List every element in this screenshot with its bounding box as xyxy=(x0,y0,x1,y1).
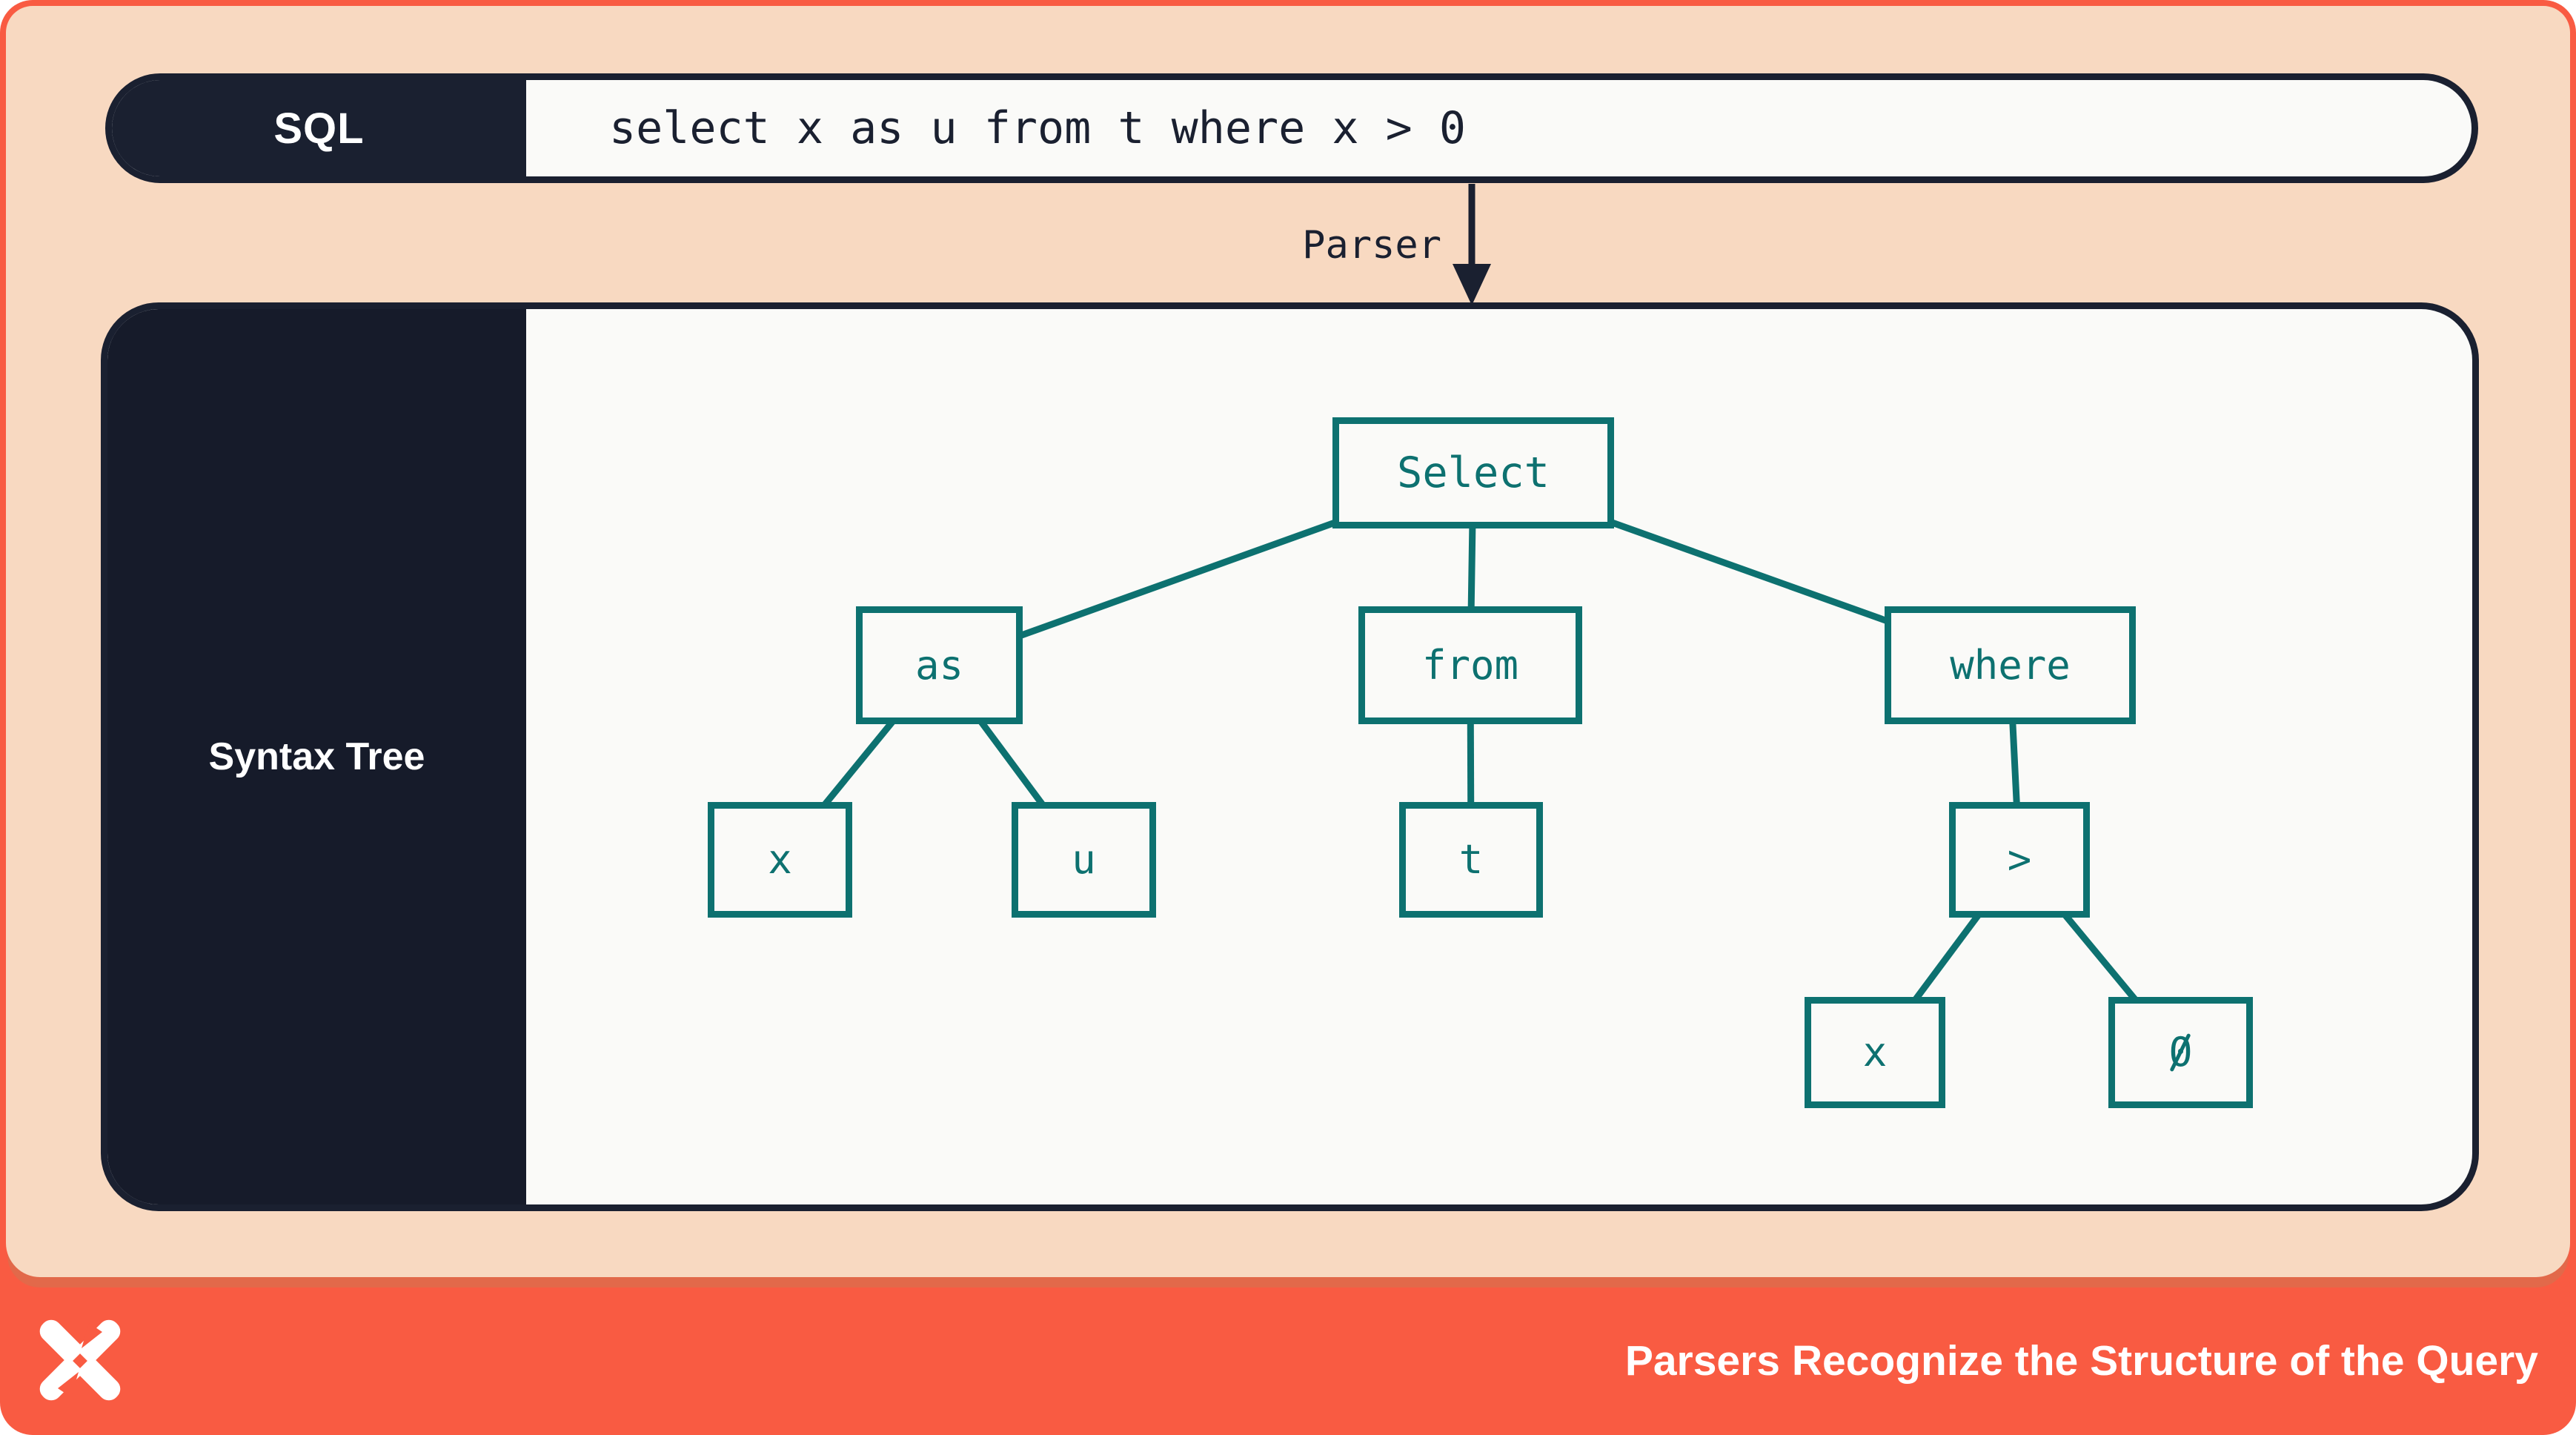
tree-node-zero: 0 xyxy=(2108,997,2253,1108)
tree-node-t-label: t xyxy=(1458,836,1484,883)
tree-node-as: as xyxy=(856,606,1023,724)
tree-node-greater-than: > xyxy=(1949,802,2090,918)
tree-node-as-label: as xyxy=(914,641,964,689)
sql-bar-label-section: SQL xyxy=(112,80,526,176)
sql-bar: SQL select x as u from t where x > 0 xyxy=(105,73,2478,183)
syntax-tree-label: Syntax Tree xyxy=(208,735,425,778)
tree-node-t: t xyxy=(1399,802,1543,918)
syntax-tree-panel: Syntax Tree xyxy=(101,302,2479,1211)
tree-node-where: where xyxy=(1885,606,2136,724)
tree-node-zero-label: 0 xyxy=(2168,1029,2193,1076)
tree-node-x-operand: x xyxy=(1805,997,1945,1108)
syntax-tree-sidebar: Syntax Tree xyxy=(107,309,526,1204)
tree-node-select: Select xyxy=(1332,417,1614,528)
tree-node-x-alias: x xyxy=(708,802,852,918)
sql-query-text: select x as u from t where x > 0 xyxy=(609,102,1466,154)
dbt-logo-icon xyxy=(39,1319,121,1401)
parser-label: Parser xyxy=(1302,223,1441,268)
tree-node-where-label: where xyxy=(1950,641,2071,689)
tree-node-u-label: u xyxy=(1072,836,1096,883)
tree-node-from: from xyxy=(1358,606,1582,724)
tree-node-u: u xyxy=(1012,802,1156,918)
tree-node-from-label: from xyxy=(1421,641,1519,689)
tree-node-x-operand-label: x xyxy=(1862,1029,1888,1076)
footer-title: Parsers Recognize the Structure of the Q… xyxy=(1624,1337,2538,1385)
sql-bar-label: SQL xyxy=(273,104,365,153)
sql-query-section: select x as u from t where x > 0 xyxy=(526,80,2472,176)
tree-node-select-label: Select xyxy=(1397,448,1550,497)
tree-node-greater-than-label: > xyxy=(2007,836,2032,883)
tree-node-x-alias-label: x xyxy=(768,836,792,883)
